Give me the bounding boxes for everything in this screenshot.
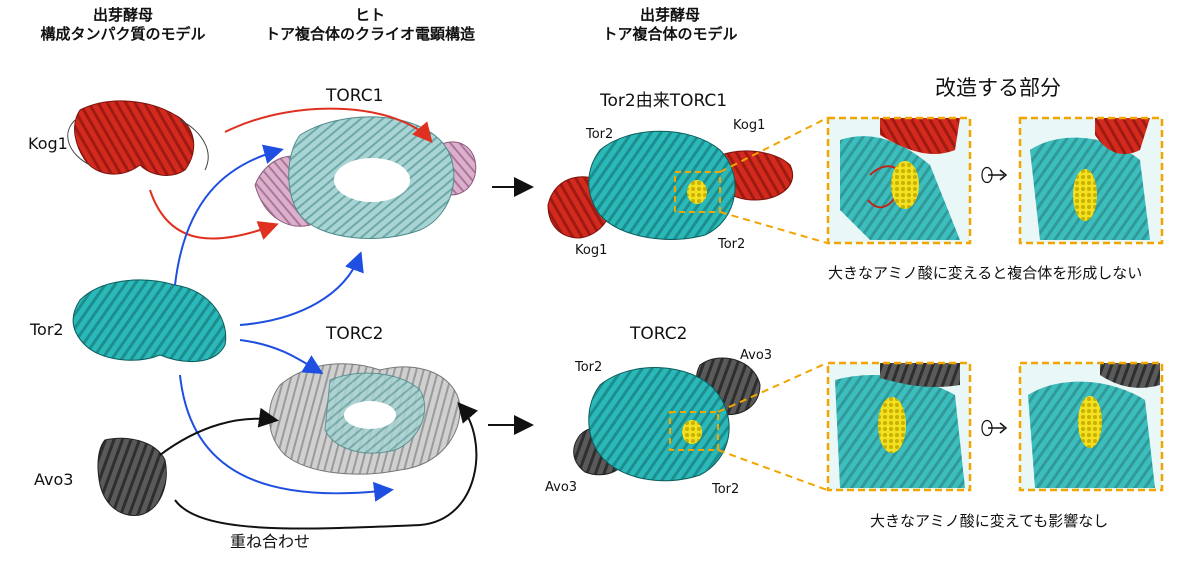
human-torc1-structure xyxy=(254,116,477,239)
header-line: 構成タンパク質のモデル xyxy=(40,25,206,43)
zoom-panel-torc2-front xyxy=(826,361,972,492)
header-line: トア複合体のモデル xyxy=(602,25,738,43)
label-m2-tor2-a: Tor2 xyxy=(575,360,603,375)
arrow-kog1-torc1-bottom xyxy=(149,189,279,240)
label-m2-tor2-b: Tor2 xyxy=(712,482,740,497)
label-m1-kog1-a: Kog1 xyxy=(733,118,766,133)
zoom-panel-torc2-rotated xyxy=(1018,361,1164,492)
label-m1-tor2-a: Tor2 xyxy=(586,127,614,142)
arrows xyxy=(149,107,534,530)
header-line: トア複合体のクライオ電顕構造 xyxy=(264,25,475,43)
zoom-connectors xyxy=(717,117,828,491)
label-tor2: Tor2 xyxy=(30,320,64,339)
label-m2-avo3-b: Avo3 xyxy=(545,480,578,495)
header-line: ヒト xyxy=(354,6,385,24)
model-torc2-highlight-box xyxy=(669,411,719,451)
header-line: 出芽酵母 xyxy=(92,6,153,24)
label-kog1: Kog1 xyxy=(28,134,68,153)
header-yeast-complex: 出芽酵母 トア複合体のモデル xyxy=(565,6,775,44)
arrow-avo3-torc2-b xyxy=(174,401,478,530)
label-m2-avo3-a: Avo3 xyxy=(740,348,773,363)
label-human-torc2: TORC2 xyxy=(326,324,384,344)
label-modified-region: 改造する部分 xyxy=(935,76,1061,100)
header-yeast-models: 出芽酵母 構成タンパク質のモデル xyxy=(18,6,228,44)
label-m1-kog1-b: Kog1 xyxy=(575,243,608,258)
label-model-torc1: Tor2由来TORC1 xyxy=(600,91,728,111)
label-human-torc1: TORC1 xyxy=(326,86,384,106)
arrow-tor2-torc2-b xyxy=(179,374,394,502)
avo3-structure xyxy=(97,437,167,516)
model-torc2-structure xyxy=(573,357,761,482)
header-line: 出芽酵母 xyxy=(639,6,700,24)
kog1-structure xyxy=(67,100,209,176)
arrow-tor2-torc1-b xyxy=(239,251,364,326)
model-torc1-structure xyxy=(547,130,793,240)
model-torc1-highlight-box xyxy=(674,171,721,213)
rotate-icon xyxy=(981,166,1008,184)
label-m1-tor2-b: Tor2 xyxy=(718,237,746,252)
arrow-kog1-torc1-top xyxy=(224,107,433,144)
arrow-tor2-torc1-a xyxy=(174,144,284,286)
tor2-structure xyxy=(72,279,227,363)
label-model-torc2: TORC2 xyxy=(630,324,688,344)
arrow-avo3-torc2-a xyxy=(159,407,279,456)
arrow-tor2-torc2-a xyxy=(239,339,324,375)
label-overlay: 重ね合わせ xyxy=(230,532,311,551)
human-torc2-structure xyxy=(268,363,461,475)
rotate-icon xyxy=(981,419,1008,437)
caption-torc1-result: 大きなアミノ酸に変えると複合体を形成しない xyxy=(828,264,1143,282)
zoom-panel-torc1-front xyxy=(826,116,972,245)
label-avo3: Avo3 xyxy=(34,470,74,489)
header-human-cryoem: ヒト トア複合体のクライオ電顕構造 xyxy=(240,6,500,44)
zoom-panel-torc1-rotated xyxy=(1018,116,1164,245)
caption-torc2-result: 大きなアミノ酸に変えても影響なし xyxy=(870,512,1109,530)
